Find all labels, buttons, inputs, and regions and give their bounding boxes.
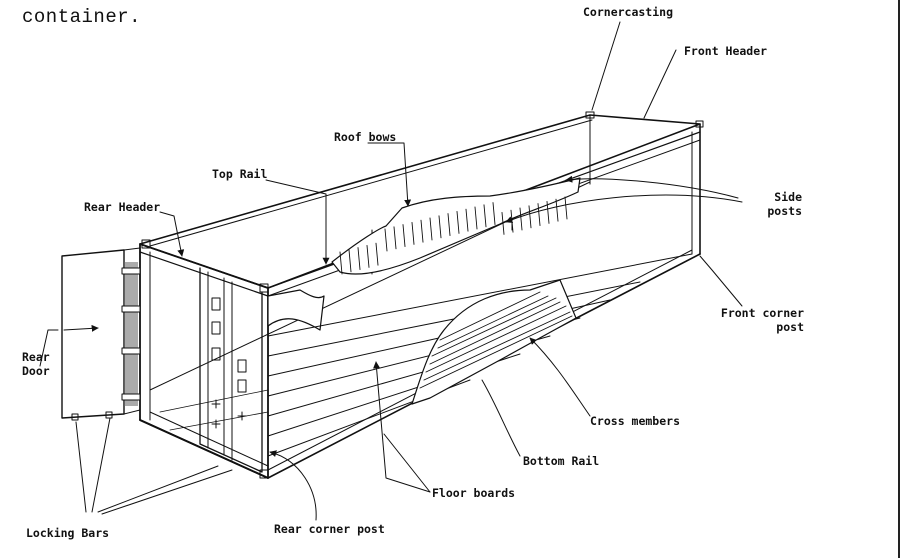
leader-cross-members [530, 338, 590, 416]
label-front-corner-post-line1: Front corner [720, 306, 804, 320]
leader-rear-corner-post [269, 450, 316, 520]
leader-front-corner-post [700, 256, 742, 306]
roof-cutaway [268, 178, 580, 330]
leader-locking-bar-3 [98, 466, 218, 512]
label-floor-boards: Floor boards [432, 486, 516, 500]
leader-side-posts-1 [565, 175, 738, 198]
leader-roof-bows [368, 143, 412, 207]
label-rear-door: Rear Door [22, 350, 50, 378]
label-rear-corner-post: Rear corner post [274, 522, 385, 536]
leader-rear-door [40, 330, 58, 366]
label-side-posts-line2: posts [767, 204, 802, 218]
leader-cornercasting [592, 22, 620, 110]
leader-top-rail [266, 180, 330, 265]
label-top-rail: Top Rail [212, 167, 268, 181]
label-rear-door-line2: Door [22, 364, 50, 378]
leader-rear-door-arrow [64, 324, 99, 332]
leader-side-posts-2 [505, 195, 742, 223]
label-cross-members: Cross members [590, 414, 681, 428]
label-cornercasting: Cornercasting [583, 5, 674, 19]
leader-front-header [644, 50, 676, 118]
label-roof-bows: Roof bows [334, 130, 397, 144]
leader-floor-boards-2 [384, 434, 430, 492]
rear-header [140, 252, 268, 296]
leader-locking-bar-2 [92, 418, 110, 512]
label-side-posts-line1: Side [774, 190, 802, 204]
rear-door-leaf [200, 268, 262, 472]
label-rear-header: Rear Header [84, 200, 161, 214]
floor-cutaway [412, 280, 576, 404]
label-front-corner-post-line2: post [776, 320, 804, 334]
leader-lines [40, 22, 742, 520]
rear-door-open [62, 248, 140, 420]
leader-locking-bar-4 [102, 470, 232, 514]
page-border-right [898, 0, 900, 558]
label-front-corner-post: Front corner post [712, 306, 804, 334]
label-front-header: Front Header [684, 44, 768, 58]
leader-rear-header [160, 212, 185, 257]
leader-locking-bar-1 [76, 422, 86, 512]
label-side-posts: Side posts [740, 190, 802, 218]
leader-bottom-rail [482, 380, 520, 456]
label-bottom-rail: Bottom Rail [523, 454, 600, 468]
label-rear-door-line1: Rear [22, 350, 50, 364]
leader-floor-boards [373, 361, 430, 492]
caption-text: container. [22, 6, 142, 28]
label-locking-bars: Locking Bars [26, 526, 110, 540]
top-rail-inner [150, 120, 592, 246]
